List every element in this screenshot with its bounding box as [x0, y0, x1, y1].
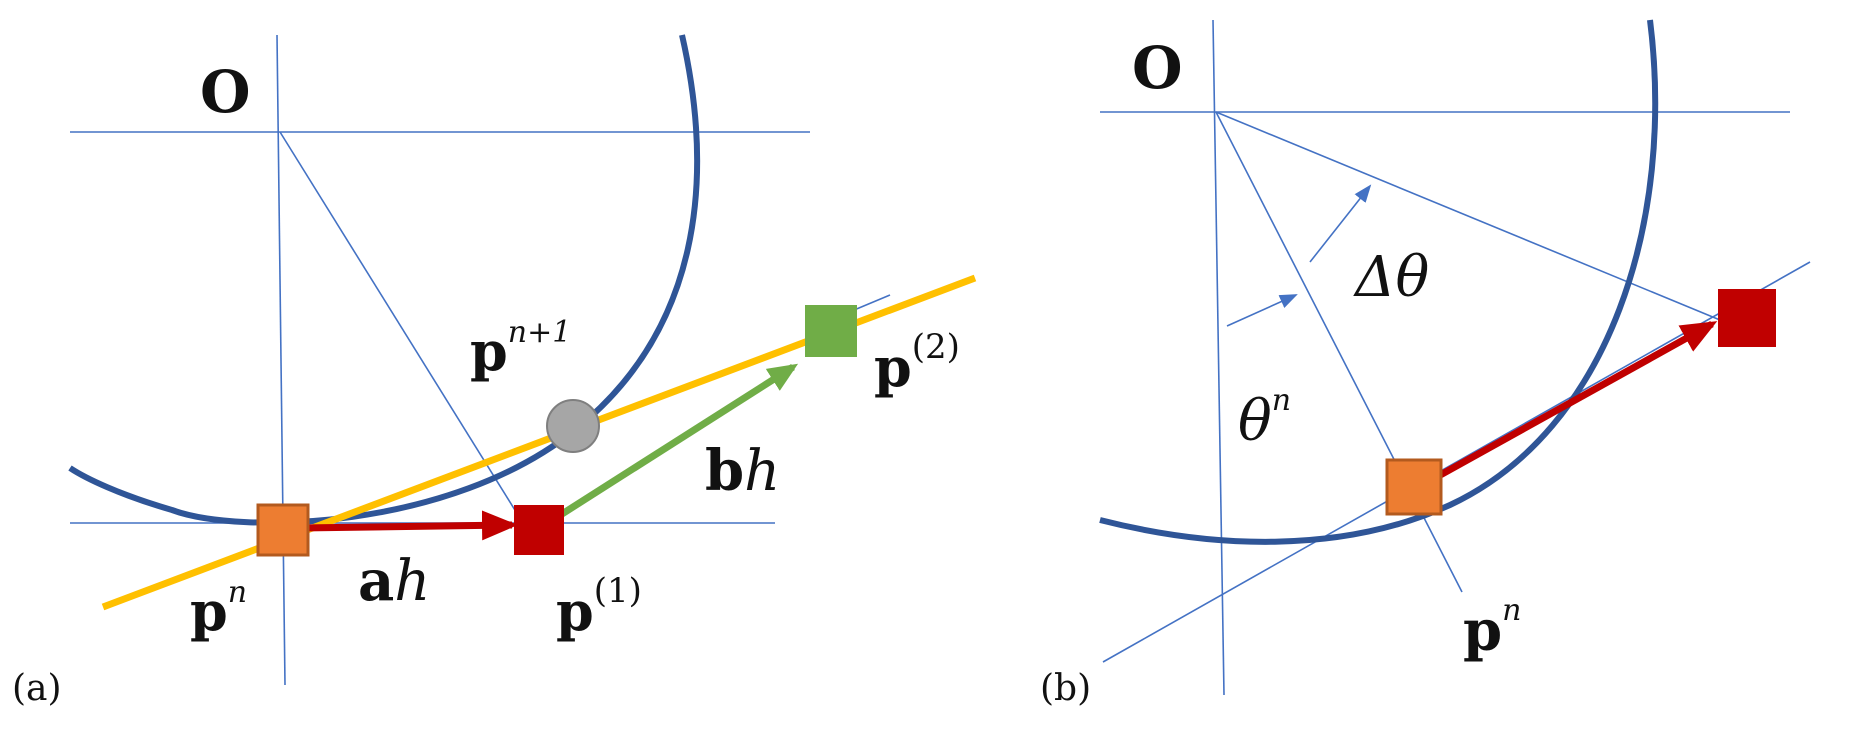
a-circle-arc: [68, 34, 701, 526]
b-label-pn: pn: [1463, 593, 1521, 664]
a-marker-p1: [514, 505, 564, 555]
b-origin-label: O: [1132, 34, 1183, 102]
b-radius-pn-line: [1215, 111, 1463, 593]
a-label-pn: pn: [190, 575, 247, 643]
a-origin-label: O: [200, 58, 251, 126]
a-arrow-ah: [299, 510, 518, 541]
b-arrow-step: [1433, 320, 1718, 482]
b-label-delta-theta: Δθ: [1353, 245, 1429, 310]
a-panel-tag: (a): [12, 668, 62, 709]
b-marker-pn: [1385, 458, 1443, 516]
a-marker-pn1: [546, 399, 600, 453]
a-label-p2: p(2): [874, 327, 960, 399]
b-dtheta-arrow: [1309, 184, 1372, 263]
b-radius-next-line: [1215, 111, 1721, 321]
a-label-p1: p(1): [556, 571, 642, 643]
a-label-pn1: pn+1: [470, 315, 571, 383]
b-tangent-line: [1102, 261, 1811, 663]
panel-a: O pn+1 p(2) bh ah pn p(1) (a): [12, 34, 977, 709]
b-vertical-line: [1212, 19, 1225, 696]
a-label-bh: bh: [705, 438, 780, 504]
b-theta-arrow: [1226, 294, 1298, 327]
a-label-ah: ah: [358, 548, 430, 614]
b-marker-next: [1718, 289, 1776, 347]
b-label-theta-n: θn: [1238, 383, 1291, 454]
a-arrow-bh: [560, 363, 799, 517]
a-radius-line: [279, 131, 519, 516]
panel-b: O Δθ θn pn (b): [1040, 19, 1811, 709]
b-circle-arc: [1099, 19, 1659, 545]
a-vertical-line: [276, 34, 286, 686]
a-marker-p2: [805, 305, 857, 357]
b-panel-tag: (b): [1040, 668, 1091, 709]
a-marker-pn: [256, 503, 310, 557]
